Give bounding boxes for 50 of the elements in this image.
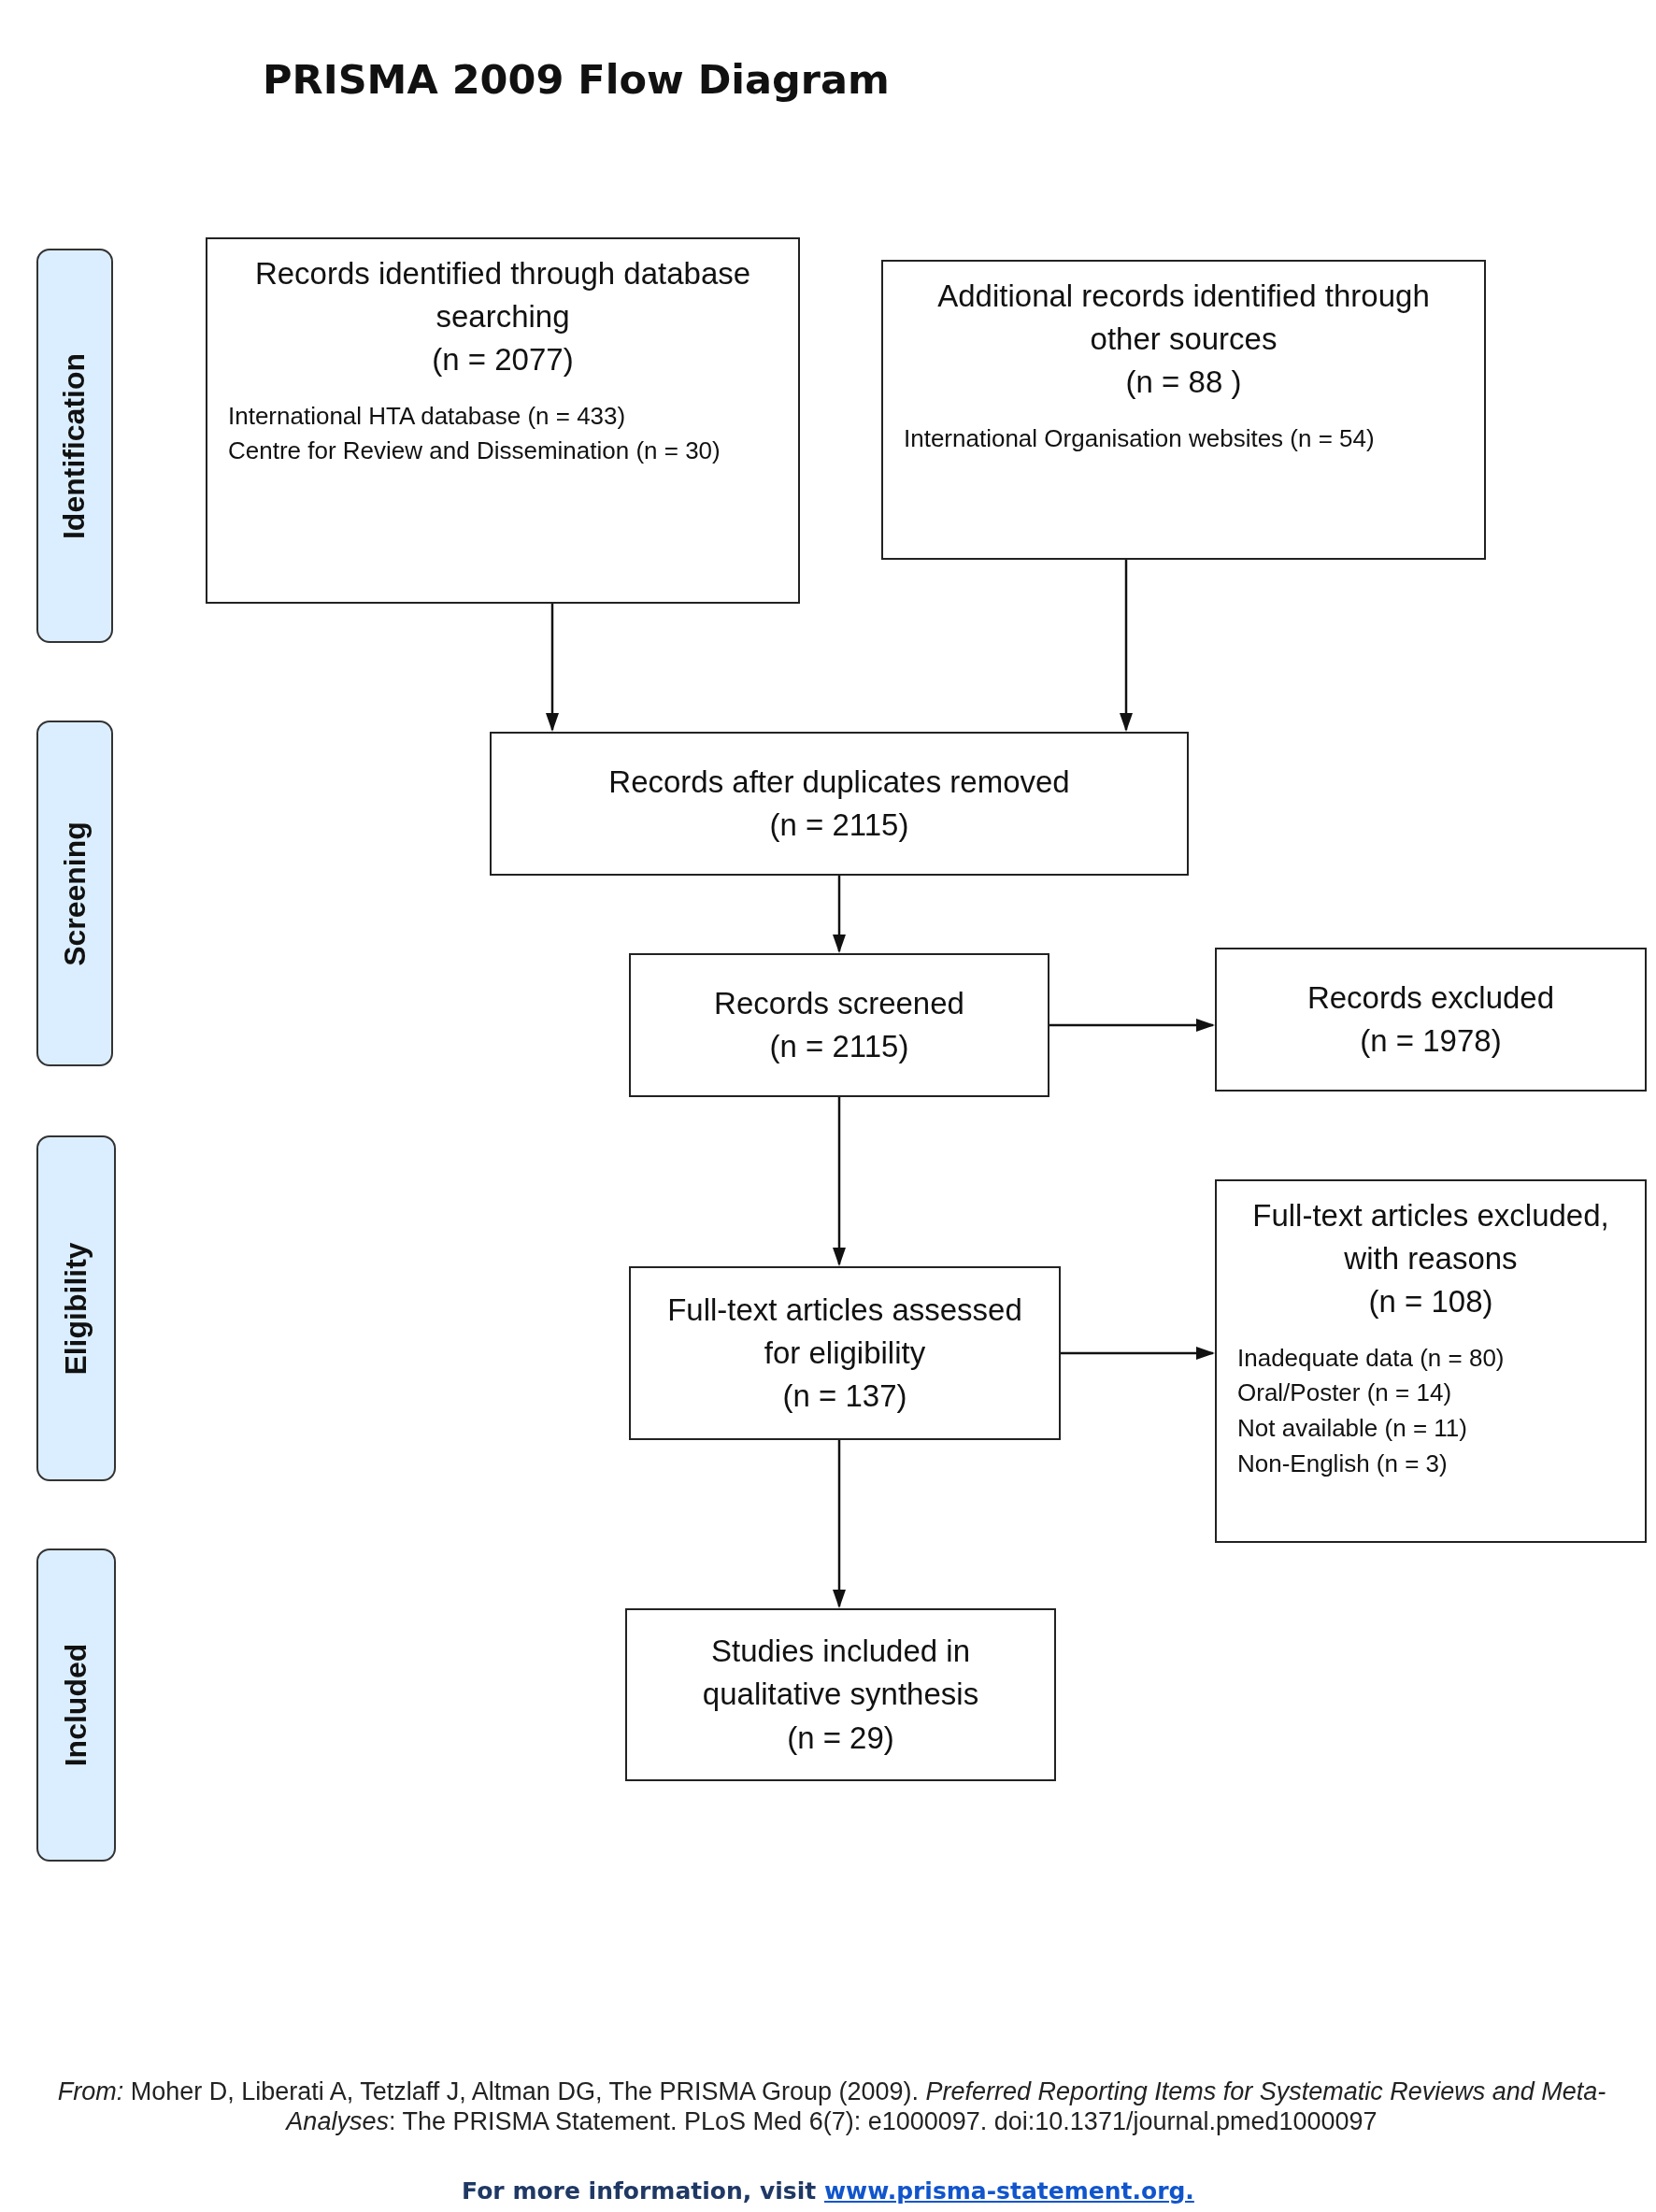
arrow [546,604,559,732]
box-heading: Records screened [713,984,965,1022]
stage-band [36,249,113,643]
process-box [629,953,1049,1097]
arrow [1061,1347,1215,1360]
title: PRISMA 2009 Flow Diagram [263,56,890,103]
count-text: (n = 1978) [1359,1022,1503,1060]
arrow [1049,1019,1215,1032]
count-text: (n = 2115) [768,1028,910,1065]
process-box [625,1608,1056,1781]
count-text: (n = 137) [781,1377,908,1416]
list-item: International HTA database (n = 433) [228,400,627,432]
arrow [1120,560,1133,732]
count-text: (n = 2115) [768,806,910,844]
box-heading: Full-text articles assessed for eligibility [666,1291,1023,1372]
list-item: Not available (n = 11) [1237,1412,1468,1444]
count-text: (n = 88 ) [1124,364,1243,402]
list-item: Non-English (n = 3) [1237,1448,1449,1479]
box-heading: Records after duplicates removed [607,763,1071,801]
stage-label: Screening [57,821,93,966]
list-item: International Organisation websites (n = 54) [904,422,1376,454]
stage-label: Included [59,1643,93,1767]
process-box [1215,1179,1647,1543]
count-text: (n = 29) [786,1719,895,1757]
list-item: Centre for Review and Dissemination (n = 30) [228,435,721,467]
box-heading: Records excluded [1306,978,1556,1017]
arrow [833,1097,846,1266]
process-box [881,260,1486,560]
box-heading: Studies included in qualitative synthesis [701,1633,980,1714]
list-item: Oral/Poster (n = 14) [1237,1377,1453,1409]
info-text: For more information, visit [462,2177,817,2205]
process-box [490,732,1189,876]
count-text: (n = 2077) [431,341,575,379]
stage-band [36,721,113,1066]
process-box [1215,948,1647,1092]
stage-label: Eligibility [59,1241,93,1376]
list-item: Inadequate data (n = 80) [1237,1342,1506,1374]
stage-label: Identification [57,352,93,539]
citation-text: From: Moher D, Liberati A, Tetzlaff J, Altman DG, The PRISMA Group (2009). Preferred Reporting Items for Systematic Reviews and Meta-Analyses: The PRISMA Statement. PLoS Med 6(7): e1000097. doi:10.1371/journal.pmed1000097 [56,2076,1607,2137]
box-heading: Full-text articles excluded, with reasons [1251,1197,1610,1278]
count-text: (n = 108) [1367,1283,1494,1321]
box-heading: Records identified through database searching [253,255,752,336]
arrow [833,876,846,953]
process-box [629,1266,1061,1440]
arrow [833,1440,846,1608]
process-box [206,237,800,604]
box-heading: Additional records identified through other sources [936,278,1431,359]
stage-band [36,1135,116,1481]
website-link: www.prisma-statement.org. [823,2177,1194,2205]
stage-band [36,1548,116,1862]
